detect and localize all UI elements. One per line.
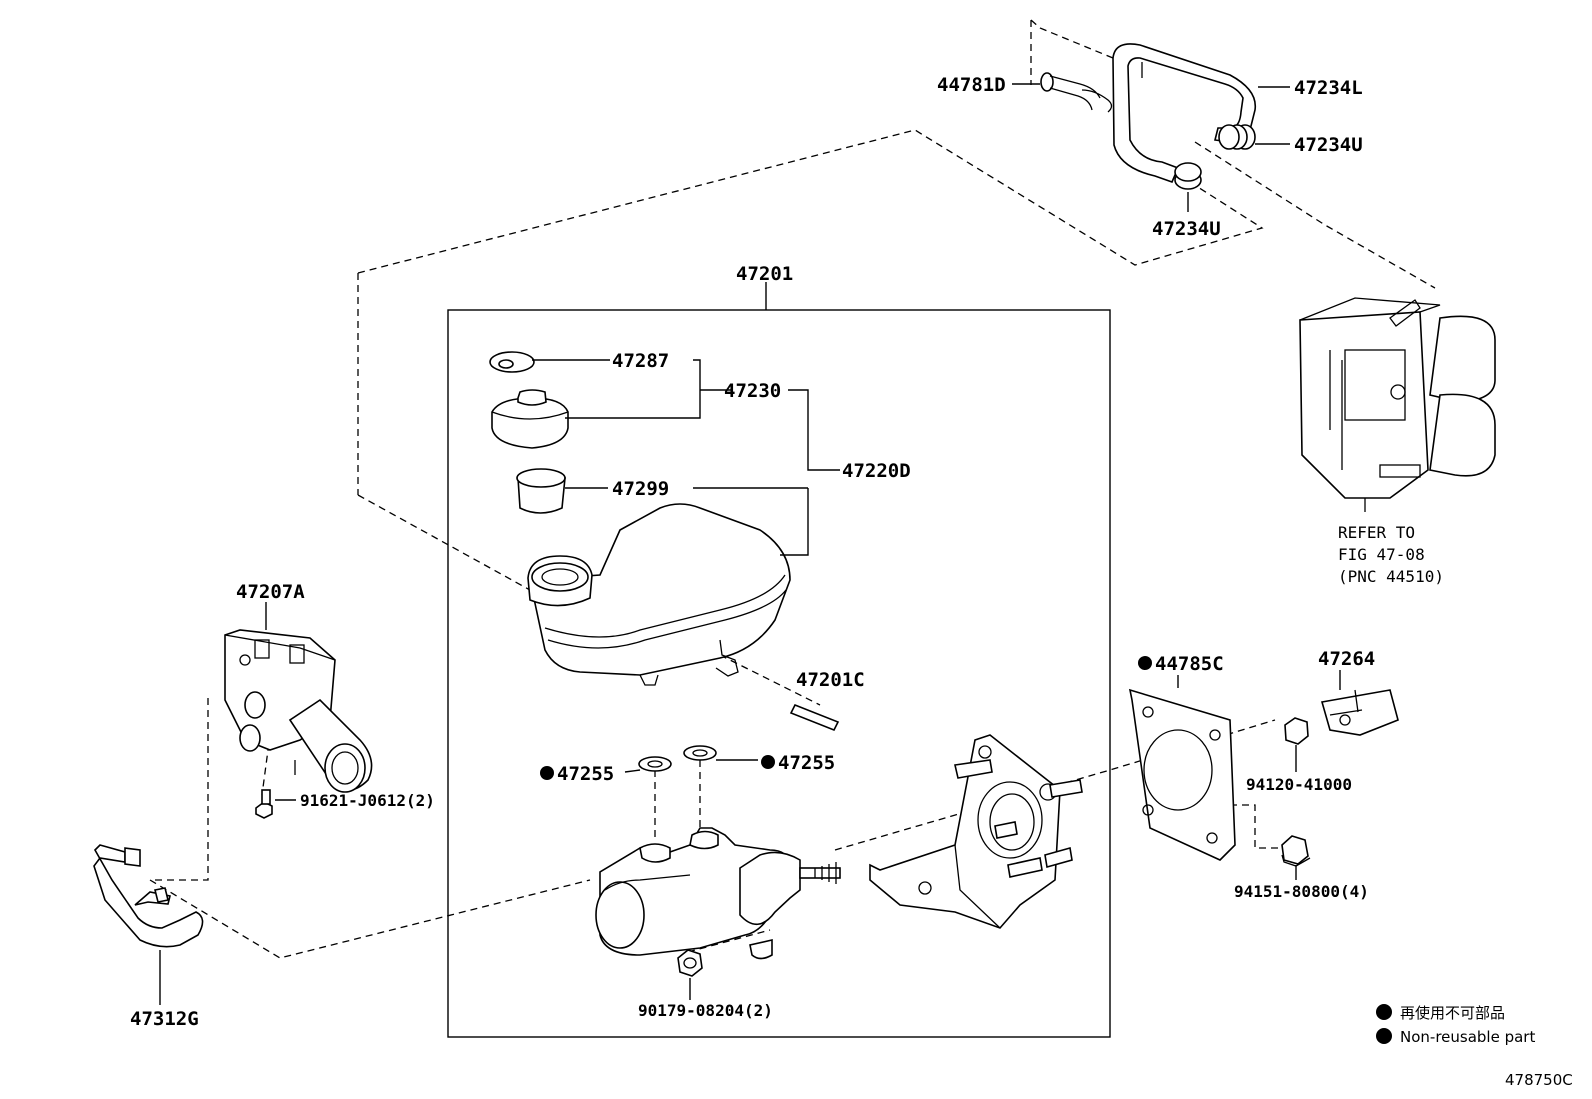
label-47234U-lower[interactable]: 47234U	[1152, 218, 1221, 240]
label-47220D[interactable]: 47220D	[842, 460, 911, 482]
legend: 再使用不可部品 Non-reusable part	[1376, 1004, 1535, 1046]
label-47299[interactable]: 47299	[612, 478, 669, 500]
reservoir-tank	[527, 503, 791, 686]
refer-note: REFER TO FIG 47-08 (PNC 44510)	[1338, 523, 1444, 586]
cylinder-nut	[677, 949, 703, 977]
label-90179-08204[interactable]: 90179-08204(2)	[638, 1001, 773, 1020]
label-47287[interactable]: 47287	[612, 350, 669, 372]
non-reusable-marker	[761, 755, 775, 769]
figure-id: 478750C	[1505, 1071, 1573, 1089]
label-47234L[interactable]: 47234L	[1294, 77, 1363, 99]
label-47234U-upper[interactable]: 47234U	[1294, 134, 1363, 156]
non-reusable-marker	[540, 766, 554, 780]
assembly-box	[447, 282, 1111, 1038]
label-47255-right[interactable]: 47255	[778, 752, 835, 774]
part-labels: 44781D 47234L 47234U 47234U 47201 47287 …	[130, 74, 1375, 1030]
legend-dot-jp	[1376, 1004, 1392, 1020]
label-44785C[interactable]: 44785C	[1155, 653, 1224, 675]
master-cylinder	[595, 827, 841, 960]
label-47255-left[interactable]: 47255	[557, 763, 614, 785]
label-94120-41000[interactable]: 94120-41000	[1246, 775, 1352, 794]
grommet-right	[683, 745, 717, 761]
mounting-bracket	[869, 734, 1083, 929]
vacuum-hose	[1112, 43, 1257, 184]
reservoir-cap	[491, 389, 569, 449]
label-47201C[interactable]: 47201C	[796, 669, 865, 691]
legend-text-en: Non-reusable part	[1400, 1028, 1535, 1046]
label-47201[interactable]: 47201	[736, 263, 793, 285]
label-47207A[interactable]: 47207A	[236, 581, 305, 603]
non-reusable-marker	[1138, 656, 1152, 670]
hose-clamp-upper	[1218, 124, 1256, 150]
grommet-left	[638, 756, 672, 772]
gasket-plate	[1128, 688, 1236, 861]
legend-dot-en	[1376, 1028, 1392, 1044]
abs-actuator	[1299, 297, 1496, 512]
hose-clip	[1040, 72, 1113, 113]
legend-text-jp: 再使用不可部品	[1400, 1004, 1505, 1022]
reservoir-pin	[789, 703, 840, 732]
clevis-nut	[1284, 717, 1309, 745]
label-47264[interactable]: 47264	[1318, 648, 1375, 670]
reservoir-filter	[516, 468, 566, 514]
stroke-simulator	[224, 629, 373, 793]
leader-lines	[159, 83, 1341, 1005]
label-44781D[interactable]: 44781D	[937, 74, 1006, 96]
refer-line-1[interactable]: REFER TO	[1338, 523, 1415, 542]
label-91621-J0612[interactable]: 91621-J0612(2)	[300, 791, 435, 810]
refer-line-3[interactable]: (PNC 44510)	[1338, 567, 1444, 586]
label-47312G[interactable]: 47312G	[130, 1008, 199, 1030]
brake-tube	[93, 844, 204, 948]
label-47230[interactable]: 47230	[724, 380, 781, 402]
dashed-guides	[149, 19, 1436, 959]
cap-ring	[489, 351, 535, 373]
flange-nut	[1281, 835, 1311, 867]
push-rod-clevis	[1320, 689, 1399, 736]
hose-clamp-lower	[1174, 162, 1202, 190]
unit-bolt	[255, 789, 273, 819]
refer-line-2[interactable]: FIG 47-08	[1338, 545, 1425, 564]
label-94151-80800[interactable]: 94151-80800(4)	[1234, 882, 1369, 901]
